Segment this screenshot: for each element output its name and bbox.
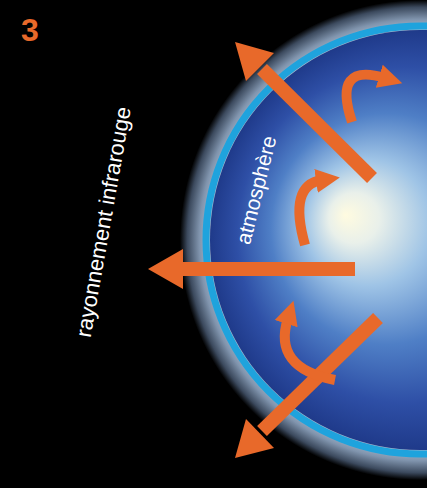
atmosphere-label: atmosphère	[231, 133, 281, 246]
atmosphere-halo	[180, 0, 427, 480]
radiation-label: rayonnement infrarouge	[71, 105, 137, 340]
atmosphere-band	[206, 26, 427, 454]
earth-globe	[210, 30, 427, 450]
returning-arrows	[285, 75, 385, 380]
figure-number: 3	[21, 12, 39, 49]
